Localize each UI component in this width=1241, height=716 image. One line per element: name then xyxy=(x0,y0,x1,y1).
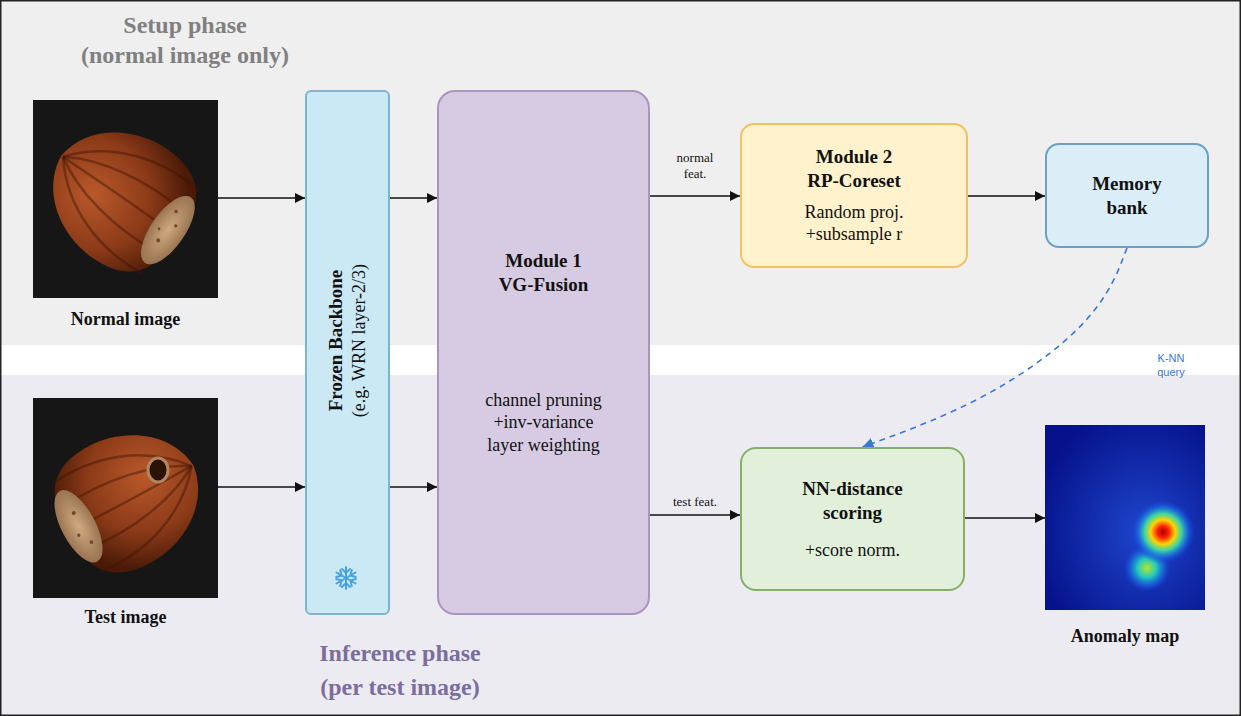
nut-stripes xyxy=(34,115,203,276)
image-caption: Anomaly map xyxy=(1071,625,1180,648)
flow-arrow xyxy=(390,486,437,488)
phase-heading: Setup phase (normal image only) xyxy=(80,10,290,70)
box-body: (e.g. WRN layer-2/3) xyxy=(348,264,371,417)
box-body: channel pruning +inv-variance layer weig… xyxy=(481,389,606,457)
flow-arrow xyxy=(965,517,1045,519)
normal-hazelnut-photo xyxy=(24,100,220,298)
input-image: Normal image xyxy=(33,100,218,330)
scoring-box: NN-distance scoring +score norm. xyxy=(740,447,965,591)
box-content: Module 1 VG-Fusion channel pruning +inv-v… xyxy=(481,249,606,456)
box-content: NN-distance scoring +score norm. xyxy=(797,477,909,561)
image-caption: Test image xyxy=(85,606,167,629)
box-body: Random proj. +subsample r xyxy=(802,201,906,246)
flow-arrow xyxy=(968,195,1045,197)
base-speckles xyxy=(151,207,185,247)
box-title: NN-distance scoring xyxy=(797,477,909,525)
heatmap-picture xyxy=(1045,425,1205,610)
rotated-content: Frozen Backbone(e.g. WRN layer-2/3) xyxy=(307,98,388,583)
box-title: Module 1 VG-Fusion xyxy=(492,249,596,297)
edge-label: normal feat. xyxy=(669,150,721,183)
phase-heading: Inference phase (per test image) xyxy=(310,637,490,704)
flow-arrow xyxy=(218,486,305,488)
box-content: Module 2 RP-CoresetRandom proj. +subsamp… xyxy=(802,145,906,246)
hazelnut xyxy=(24,101,220,293)
edge-label-holder: normal feat. xyxy=(669,150,721,183)
module-box: Module 1 VG-Fusion channel pruning +inv-v… xyxy=(437,90,650,615)
anomaly-map: Anomaly map xyxy=(1045,425,1205,647)
defect-hole xyxy=(148,458,168,482)
nut-body xyxy=(24,101,213,288)
flow-arrow xyxy=(650,195,740,197)
nut-body xyxy=(41,407,225,588)
box-content: Memory bank xyxy=(1087,172,1167,220)
base-speckles xyxy=(66,509,94,548)
flow-arrow xyxy=(218,197,305,199)
memory-box: Memory bank xyxy=(1045,143,1209,248)
module-box: Module 2 RP-CoresetRandom proj. +subsamp… xyxy=(740,123,968,268)
heatmap-ground xyxy=(1045,425,1205,610)
backbone-box: Frozen Backbone(e.g. WRN layer-2/3) xyxy=(305,90,390,615)
edge-label-holder: test feat. xyxy=(652,494,738,510)
nut-base xyxy=(131,188,205,273)
edge-label: K-NN query xyxy=(1148,352,1194,380)
box-title: Memory bank xyxy=(1087,172,1167,220)
flow-arrow xyxy=(390,197,437,199)
box-title: Frozen Backbone xyxy=(324,270,348,412)
edge-label-holder: K-NN query xyxy=(1148,352,1194,380)
flow-arrow xyxy=(650,514,740,516)
box-body: +score norm. xyxy=(797,539,909,562)
edge-label: test feat. xyxy=(652,494,738,510)
image-caption: Normal image xyxy=(71,308,180,331)
nut-base xyxy=(45,483,113,570)
heat-spot xyxy=(1131,500,1195,564)
input-image: Test image xyxy=(33,398,218,628)
hazelnut xyxy=(33,407,225,593)
test-hazelnut-photo xyxy=(33,398,225,598)
box-title: Module 2 RP-Coreset xyxy=(802,145,906,193)
